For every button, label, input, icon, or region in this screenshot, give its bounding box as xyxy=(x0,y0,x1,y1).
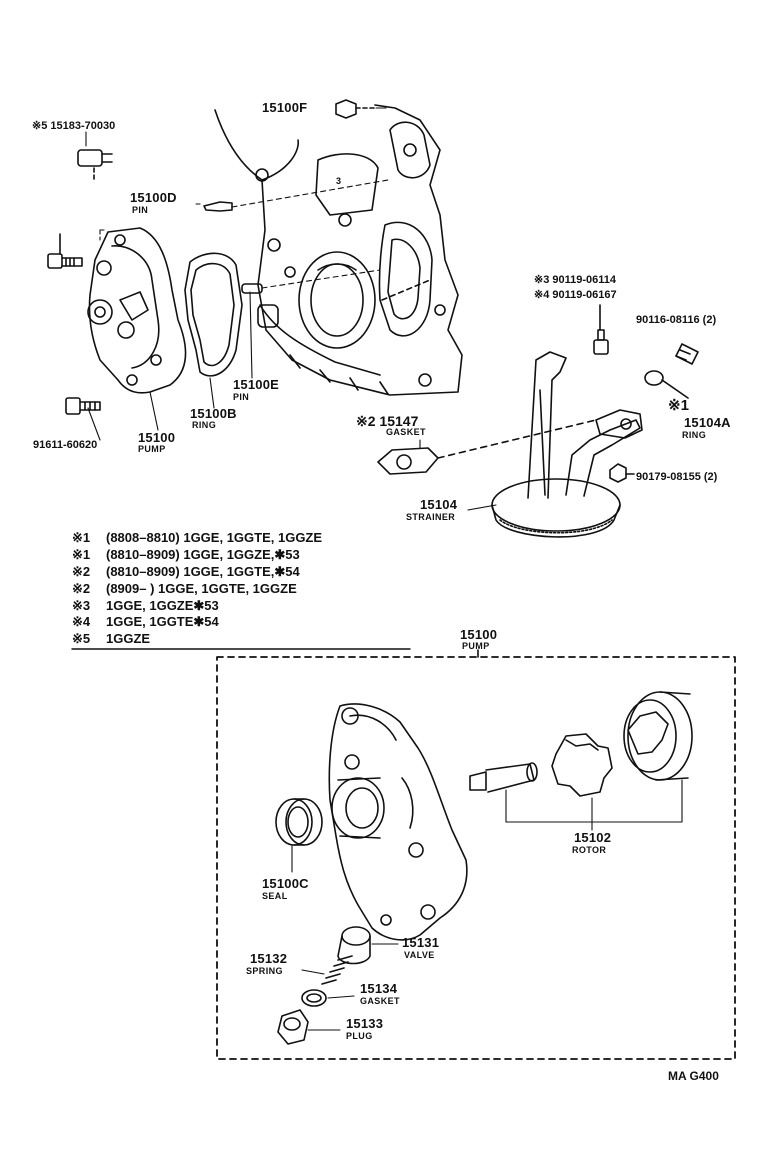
callout-15100e: 15100E xyxy=(233,377,280,392)
callout-15132: 15132 xyxy=(250,951,288,966)
bolt-90119 xyxy=(593,304,609,355)
plug xyxy=(277,1009,309,1045)
bolt-15100f xyxy=(335,99,377,119)
nut-90179 xyxy=(609,463,635,483)
callout-15100-box: 15100 xyxy=(460,627,498,642)
pin-15100d-shape xyxy=(203,201,233,212)
callout-15104-name: STRAINER xyxy=(406,512,456,522)
figure-reference: MA G400 xyxy=(668,1069,719,1083)
callout-15100c: 15100C xyxy=(262,876,309,891)
callout-15100d: 15100D xyxy=(130,190,177,205)
callout-15147: ※2 15147 xyxy=(356,413,419,429)
seal-15100c xyxy=(275,798,323,846)
callout-15134: 15134 xyxy=(360,981,398,996)
timing-cover xyxy=(214,104,463,396)
callout-15147-name: GASKET xyxy=(386,427,426,437)
callout-15183: ※5 15183-70030 xyxy=(32,120,116,132)
note-row: ※2(8810–8909) 1GGE, 1GGTE,✱54 xyxy=(72,564,300,579)
stud-15183 xyxy=(77,149,113,181)
callout-15102: 15102 xyxy=(574,830,612,845)
callout-90119-a: ※3 90119-06114 xyxy=(534,274,617,286)
callout-15100-pump-name: PUMP xyxy=(138,444,166,454)
bolt-left-upper xyxy=(47,233,83,269)
inner-rotor xyxy=(551,733,613,797)
callout-15100d-name: PIN xyxy=(132,205,149,215)
callout-15100b-name: RING xyxy=(192,420,217,430)
callout-90116: 90116-08116 (2) xyxy=(636,314,717,326)
pump-detail-box xyxy=(216,656,736,1060)
oil-pump-body xyxy=(87,227,187,394)
callout-15134-name: GASKET xyxy=(360,996,400,1006)
callout-90119-b: ※4 90119-06167 xyxy=(534,289,617,301)
leader-lines-top xyxy=(85,107,389,441)
rotor-shaft xyxy=(469,762,538,793)
callout-15100-pump: 15100 xyxy=(138,430,176,445)
relief-spring xyxy=(321,955,353,985)
callout-15100e-name: PIN xyxy=(233,392,250,402)
note-row: ※1(8810–8909) 1GGE, 1GGZE,✱53 xyxy=(72,547,300,562)
callout-15100f: 15100F xyxy=(262,100,308,115)
callout-15131: 15131 xyxy=(402,935,440,950)
callout-91611: 91611-60620 xyxy=(33,439,98,451)
ring-15100b-shape xyxy=(184,252,243,377)
callout-15100b: 15100B xyxy=(190,406,237,421)
callout-15133-name: PLUG xyxy=(346,1031,373,1041)
callout-90179: 90179-08155 (2) xyxy=(636,471,718,483)
callout-15104a-name: RING xyxy=(682,430,707,440)
callout-num-3: 3 xyxy=(336,176,342,186)
callout-15100-box-name: PUMP xyxy=(462,641,490,651)
callout-15133: 15133 xyxy=(346,1016,384,1031)
callout-15104: 15104 xyxy=(420,497,458,512)
leader-lines-detail xyxy=(291,845,399,1031)
gasket-15147 xyxy=(377,419,597,475)
callout-15132-name: SPRING xyxy=(246,966,283,976)
note-row: ※2(8909– ) 1GGE, 1GGTE, 1GGZE xyxy=(72,581,297,596)
leader-lines-right xyxy=(419,439,497,511)
rotor-bracket xyxy=(505,779,683,831)
relief-valve xyxy=(337,926,371,965)
callout-15100c-name: SEAL xyxy=(262,891,288,901)
outer-rotor xyxy=(623,691,693,781)
callout-15102-name: ROTOR xyxy=(572,845,607,855)
strainer-15104 xyxy=(491,351,643,538)
callout-15131-name: VALVE xyxy=(404,950,435,960)
plug-gasket xyxy=(301,989,327,1007)
note-row: ※1(8808–8810) 1GGE, 1GGTE, 1GGZE xyxy=(72,530,323,545)
pump-housing-detail xyxy=(328,703,468,941)
stud-90116 xyxy=(675,343,699,365)
callout-15104a-mark: ※1 xyxy=(668,397,689,414)
ring-15104a xyxy=(644,370,689,399)
bolt-91611 xyxy=(65,397,101,415)
callout-15104a: 15104A xyxy=(684,415,731,430)
